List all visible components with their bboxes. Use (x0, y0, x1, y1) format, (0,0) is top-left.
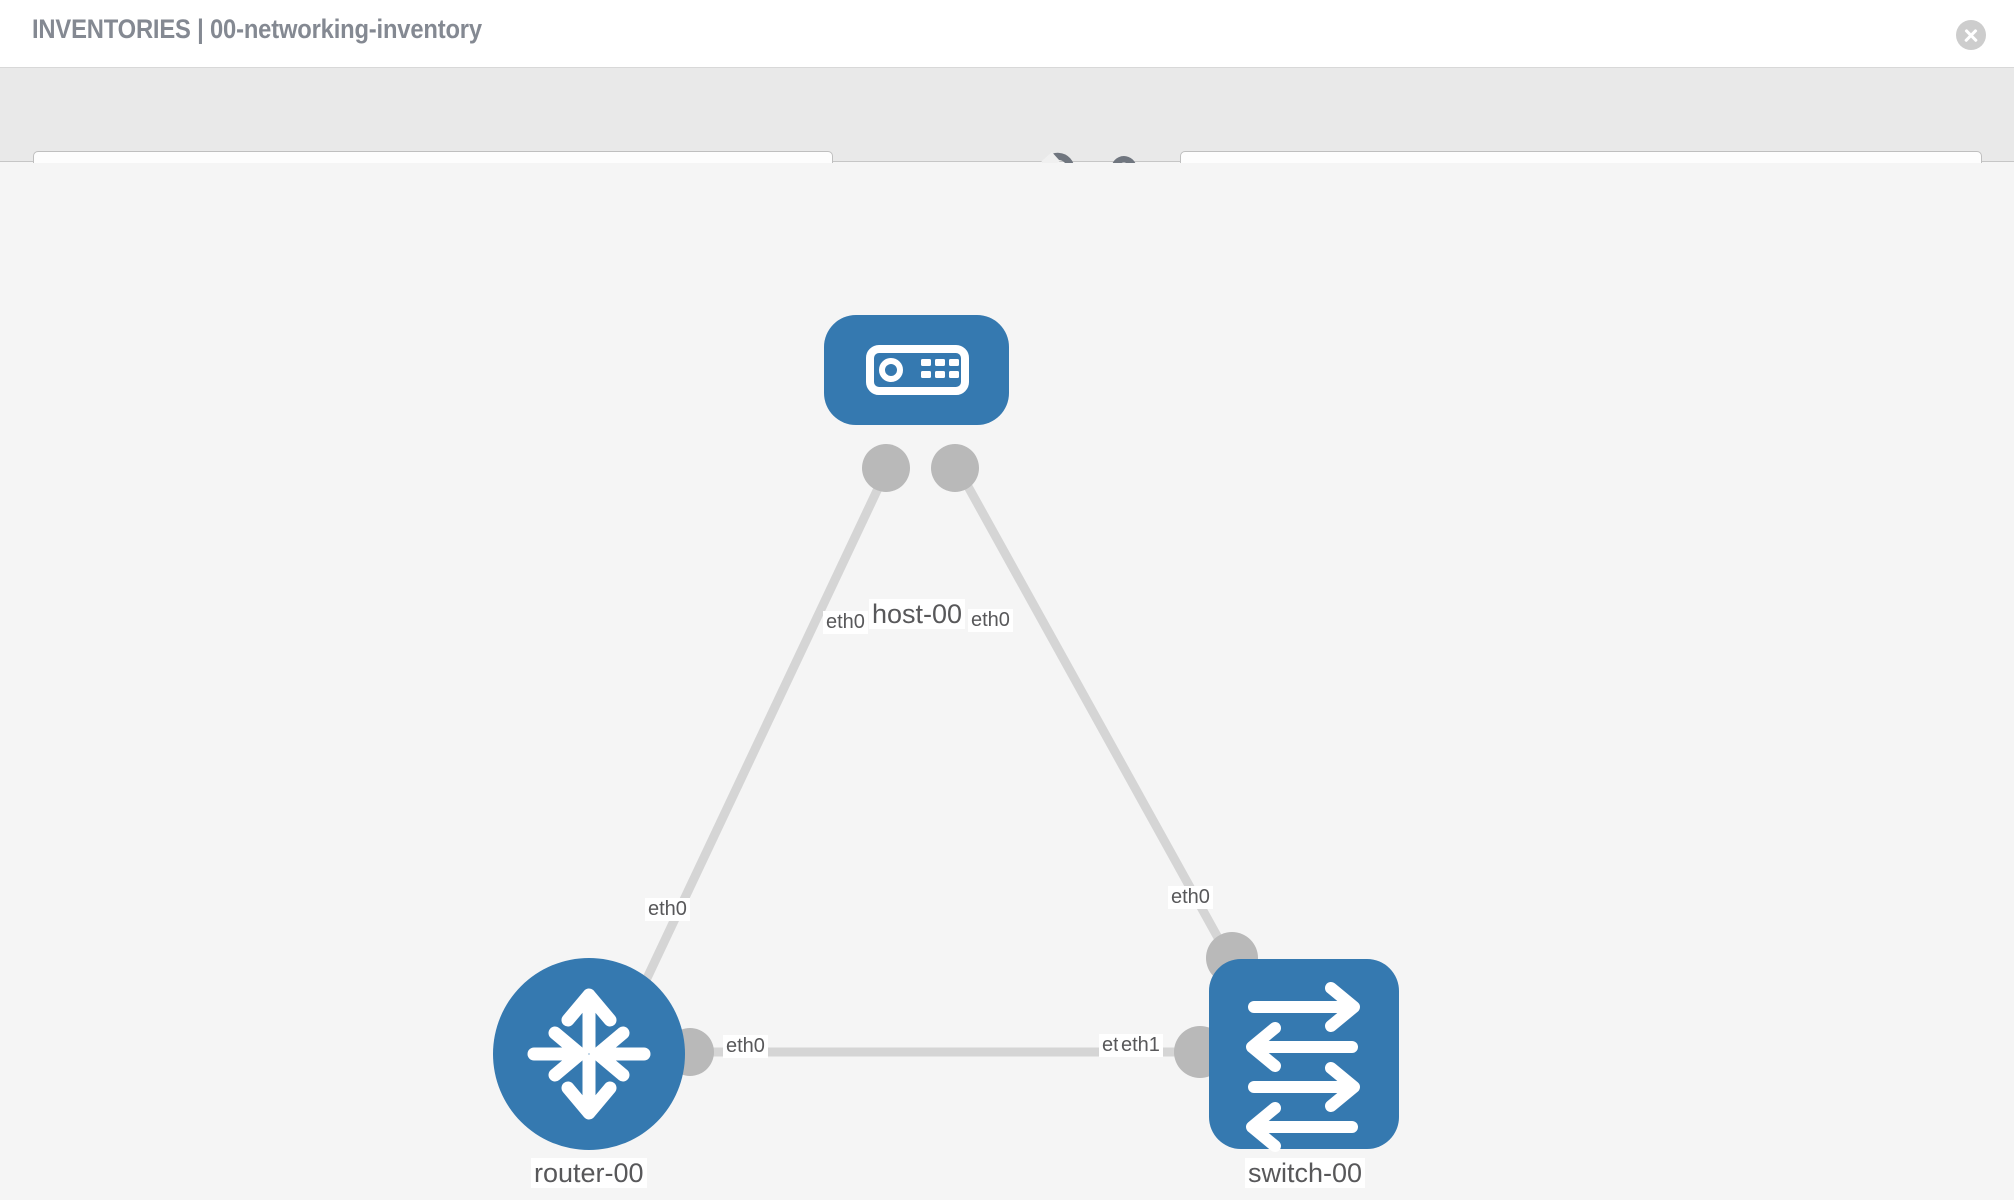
node-label-router-00: router-00 (531, 1158, 647, 1189)
toolbar: ACTIONS SEARCH (0, 68, 2014, 201)
iface-label-host-left: eth0 (823, 611, 868, 634)
node-host-00-hit[interactable] (824, 315, 1009, 425)
node-router-00 (493, 958, 685, 1150)
iface-label-router-up: eth0 (645, 898, 690, 921)
node-label-host-00: host-00 (869, 599, 966, 630)
close-icon[interactable] (1956, 20, 1986, 50)
node-label-switch-00: switch-00 (1245, 1158, 1366, 1189)
node-router-00-hit[interactable] (493, 958, 685, 1150)
page-header: INVENTORIES | 00-networking-inventory (0, 0, 2014, 68)
node-switch-00-hit[interactable] (1209, 959, 1399, 1149)
connector-host-left (862, 444, 910, 492)
iface-label-host-right: eth0 (968, 609, 1013, 632)
node-switch-00 (1209, 959, 1399, 1152)
node-host-00 (824, 315, 1009, 425)
page-title: INVENTORIES | 00-networking-inventory (32, 14, 482, 44)
iface-label-switch-up: eth0 (1168, 886, 1213, 909)
topology-links (635, 460, 1236, 1057)
topology-canvas[interactable]: eth0 eth0 eth0 eth0 eth0 eth0 eth1 route… (0, 163, 2014, 1200)
interface-connectors (666, 444, 1258, 1078)
iface-label-router-right: eth0 (723, 1035, 768, 1058)
iface-label-switch-left-eth1: eth1 (1118, 1034, 1163, 1057)
link-host-switch (951, 460, 1236, 966)
connector-host-right (931, 444, 979, 492)
